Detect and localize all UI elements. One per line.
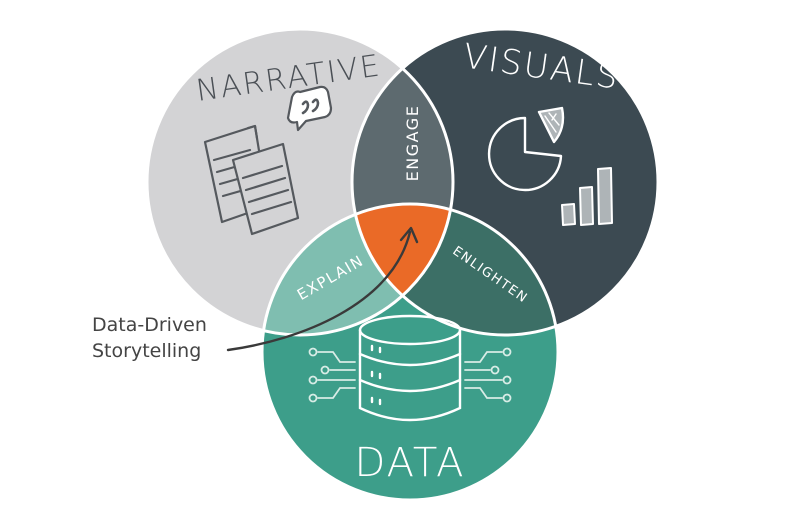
enlighten-region bbox=[352, 204, 558, 335]
data-label: DATA bbox=[354, 440, 465, 486]
documents-icon bbox=[203, 124, 300, 236]
bar-chart-icon bbox=[561, 167, 613, 226]
database-icon bbox=[358, 314, 462, 422]
circuit-right-icon bbox=[464, 347, 512, 403]
circuit-left-icon bbox=[308, 347, 356, 403]
callout-line-2: Storytelling bbox=[92, 340, 202, 362]
explain-region bbox=[262, 204, 453, 335]
callout-arrow bbox=[226, 226, 419, 352]
pie-chart-icon bbox=[487, 106, 565, 192]
circle-outlines bbox=[145, 27, 660, 502]
quote-bubble-icon bbox=[286, 85, 333, 132]
callout-label: Data-Driven Storytelling bbox=[92, 312, 242, 364]
engage-label: ENGAGE bbox=[403, 105, 422, 182]
callout-line-1: Data-Driven bbox=[92, 314, 207, 336]
